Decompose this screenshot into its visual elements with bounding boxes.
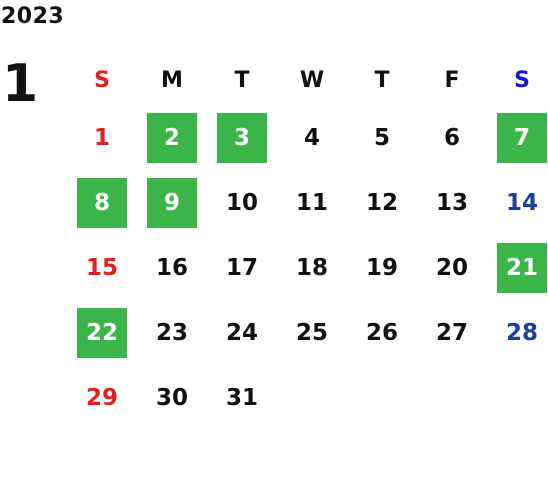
day-number: 24 bbox=[225, 319, 258, 346]
day-number: 25 bbox=[295, 319, 328, 346]
day-cell: 6 bbox=[417, 105, 487, 170]
day-number: 6 bbox=[443, 124, 460, 151]
day-cell: 28 bbox=[487, 300, 548, 365]
weekday-wednesday: W bbox=[299, 67, 325, 93]
day-number: 17 bbox=[225, 254, 258, 281]
day-cell: 29 bbox=[67, 365, 137, 430]
day-number: 23 bbox=[155, 319, 188, 346]
day-cell: 3 bbox=[207, 105, 277, 170]
day-number: 27 bbox=[435, 319, 468, 346]
day-cell: 9 bbox=[137, 170, 207, 235]
day-number: 26 bbox=[365, 319, 398, 346]
day-number: 5 bbox=[373, 124, 390, 151]
day-cell: 26 bbox=[347, 300, 417, 365]
day-number: 11 bbox=[295, 189, 328, 216]
day-number: 20 bbox=[435, 254, 468, 281]
day-cell: 13 bbox=[417, 170, 487, 235]
day-number: 16 bbox=[155, 254, 188, 281]
day-number: 19 bbox=[365, 254, 398, 281]
day-cell: 27 bbox=[417, 300, 487, 365]
day-number-highlighted: 2 bbox=[147, 112, 197, 163]
day-cell: 10 bbox=[207, 170, 277, 235]
day-number: 12 bbox=[365, 189, 398, 216]
day-cell: 7 bbox=[487, 105, 548, 170]
day-cell: 11 bbox=[277, 170, 347, 235]
day-cell: 1 bbox=[67, 105, 137, 170]
weekday-tuesday: T bbox=[234, 67, 250, 93]
day-number-highlighted: 21 bbox=[497, 242, 547, 293]
day-number: 10 bbox=[225, 189, 258, 216]
day-cell: 15 bbox=[67, 235, 137, 300]
day-number-highlighted: 22 bbox=[77, 307, 127, 358]
day-cell: 18 bbox=[277, 235, 347, 300]
day-number: 4 bbox=[303, 124, 320, 151]
day-cell: 19 bbox=[347, 235, 417, 300]
day-cell-empty bbox=[487, 365, 548, 430]
day-number-highlighted: 9 bbox=[147, 177, 197, 228]
day-cell: 5 bbox=[347, 105, 417, 170]
day-number-highlighted: 7 bbox=[497, 112, 547, 163]
day-cell: 22 bbox=[67, 300, 137, 365]
day-cell-empty bbox=[417, 365, 487, 430]
day-cell: 12 bbox=[347, 170, 417, 235]
day-number: 31 bbox=[225, 384, 258, 411]
day-cell-empty bbox=[347, 365, 417, 430]
day-cell-empty bbox=[277, 365, 347, 430]
weekday-thursday: T bbox=[374, 67, 390, 93]
day-number: 1 bbox=[93, 124, 110, 151]
day-cell: 24 bbox=[207, 300, 277, 365]
day-number: 15 bbox=[85, 254, 118, 281]
day-cell: 25 bbox=[277, 300, 347, 365]
weekday-monday: M bbox=[161, 67, 183, 93]
day-cell: 20 bbox=[417, 235, 487, 300]
day-cell: 14 bbox=[487, 170, 548, 235]
day-cell: 30 bbox=[137, 365, 207, 430]
day-cell: 31 bbox=[207, 365, 277, 430]
month-number: 1 bbox=[2, 54, 39, 114]
weekday-saturday: S bbox=[514, 67, 530, 93]
calendar-grid: S M T W T F S 1 2 3 4 5 6 7 8 9 10 11 12… bbox=[67, 55, 548, 430]
day-number: 28 bbox=[505, 319, 538, 346]
year-label: 2023 bbox=[1, 4, 65, 29]
day-cell: 23 bbox=[137, 300, 207, 365]
weekday-sunday: S bbox=[94, 67, 110, 93]
day-number: 29 bbox=[85, 384, 118, 411]
day-cell: 8 bbox=[67, 170, 137, 235]
day-number: 14 bbox=[505, 189, 538, 216]
day-cell: 4 bbox=[277, 105, 347, 170]
day-number: 18 bbox=[295, 254, 328, 281]
day-number: 13 bbox=[435, 189, 468, 216]
day-cell: 17 bbox=[207, 235, 277, 300]
day-cell: 2 bbox=[137, 105, 207, 170]
weekday-friday: F bbox=[444, 67, 460, 93]
day-cell: 21 bbox=[487, 235, 548, 300]
day-number: 30 bbox=[155, 384, 188, 411]
day-number-highlighted: 8 bbox=[77, 177, 127, 228]
day-cell: 16 bbox=[137, 235, 207, 300]
day-number-highlighted: 3 bbox=[217, 112, 267, 163]
